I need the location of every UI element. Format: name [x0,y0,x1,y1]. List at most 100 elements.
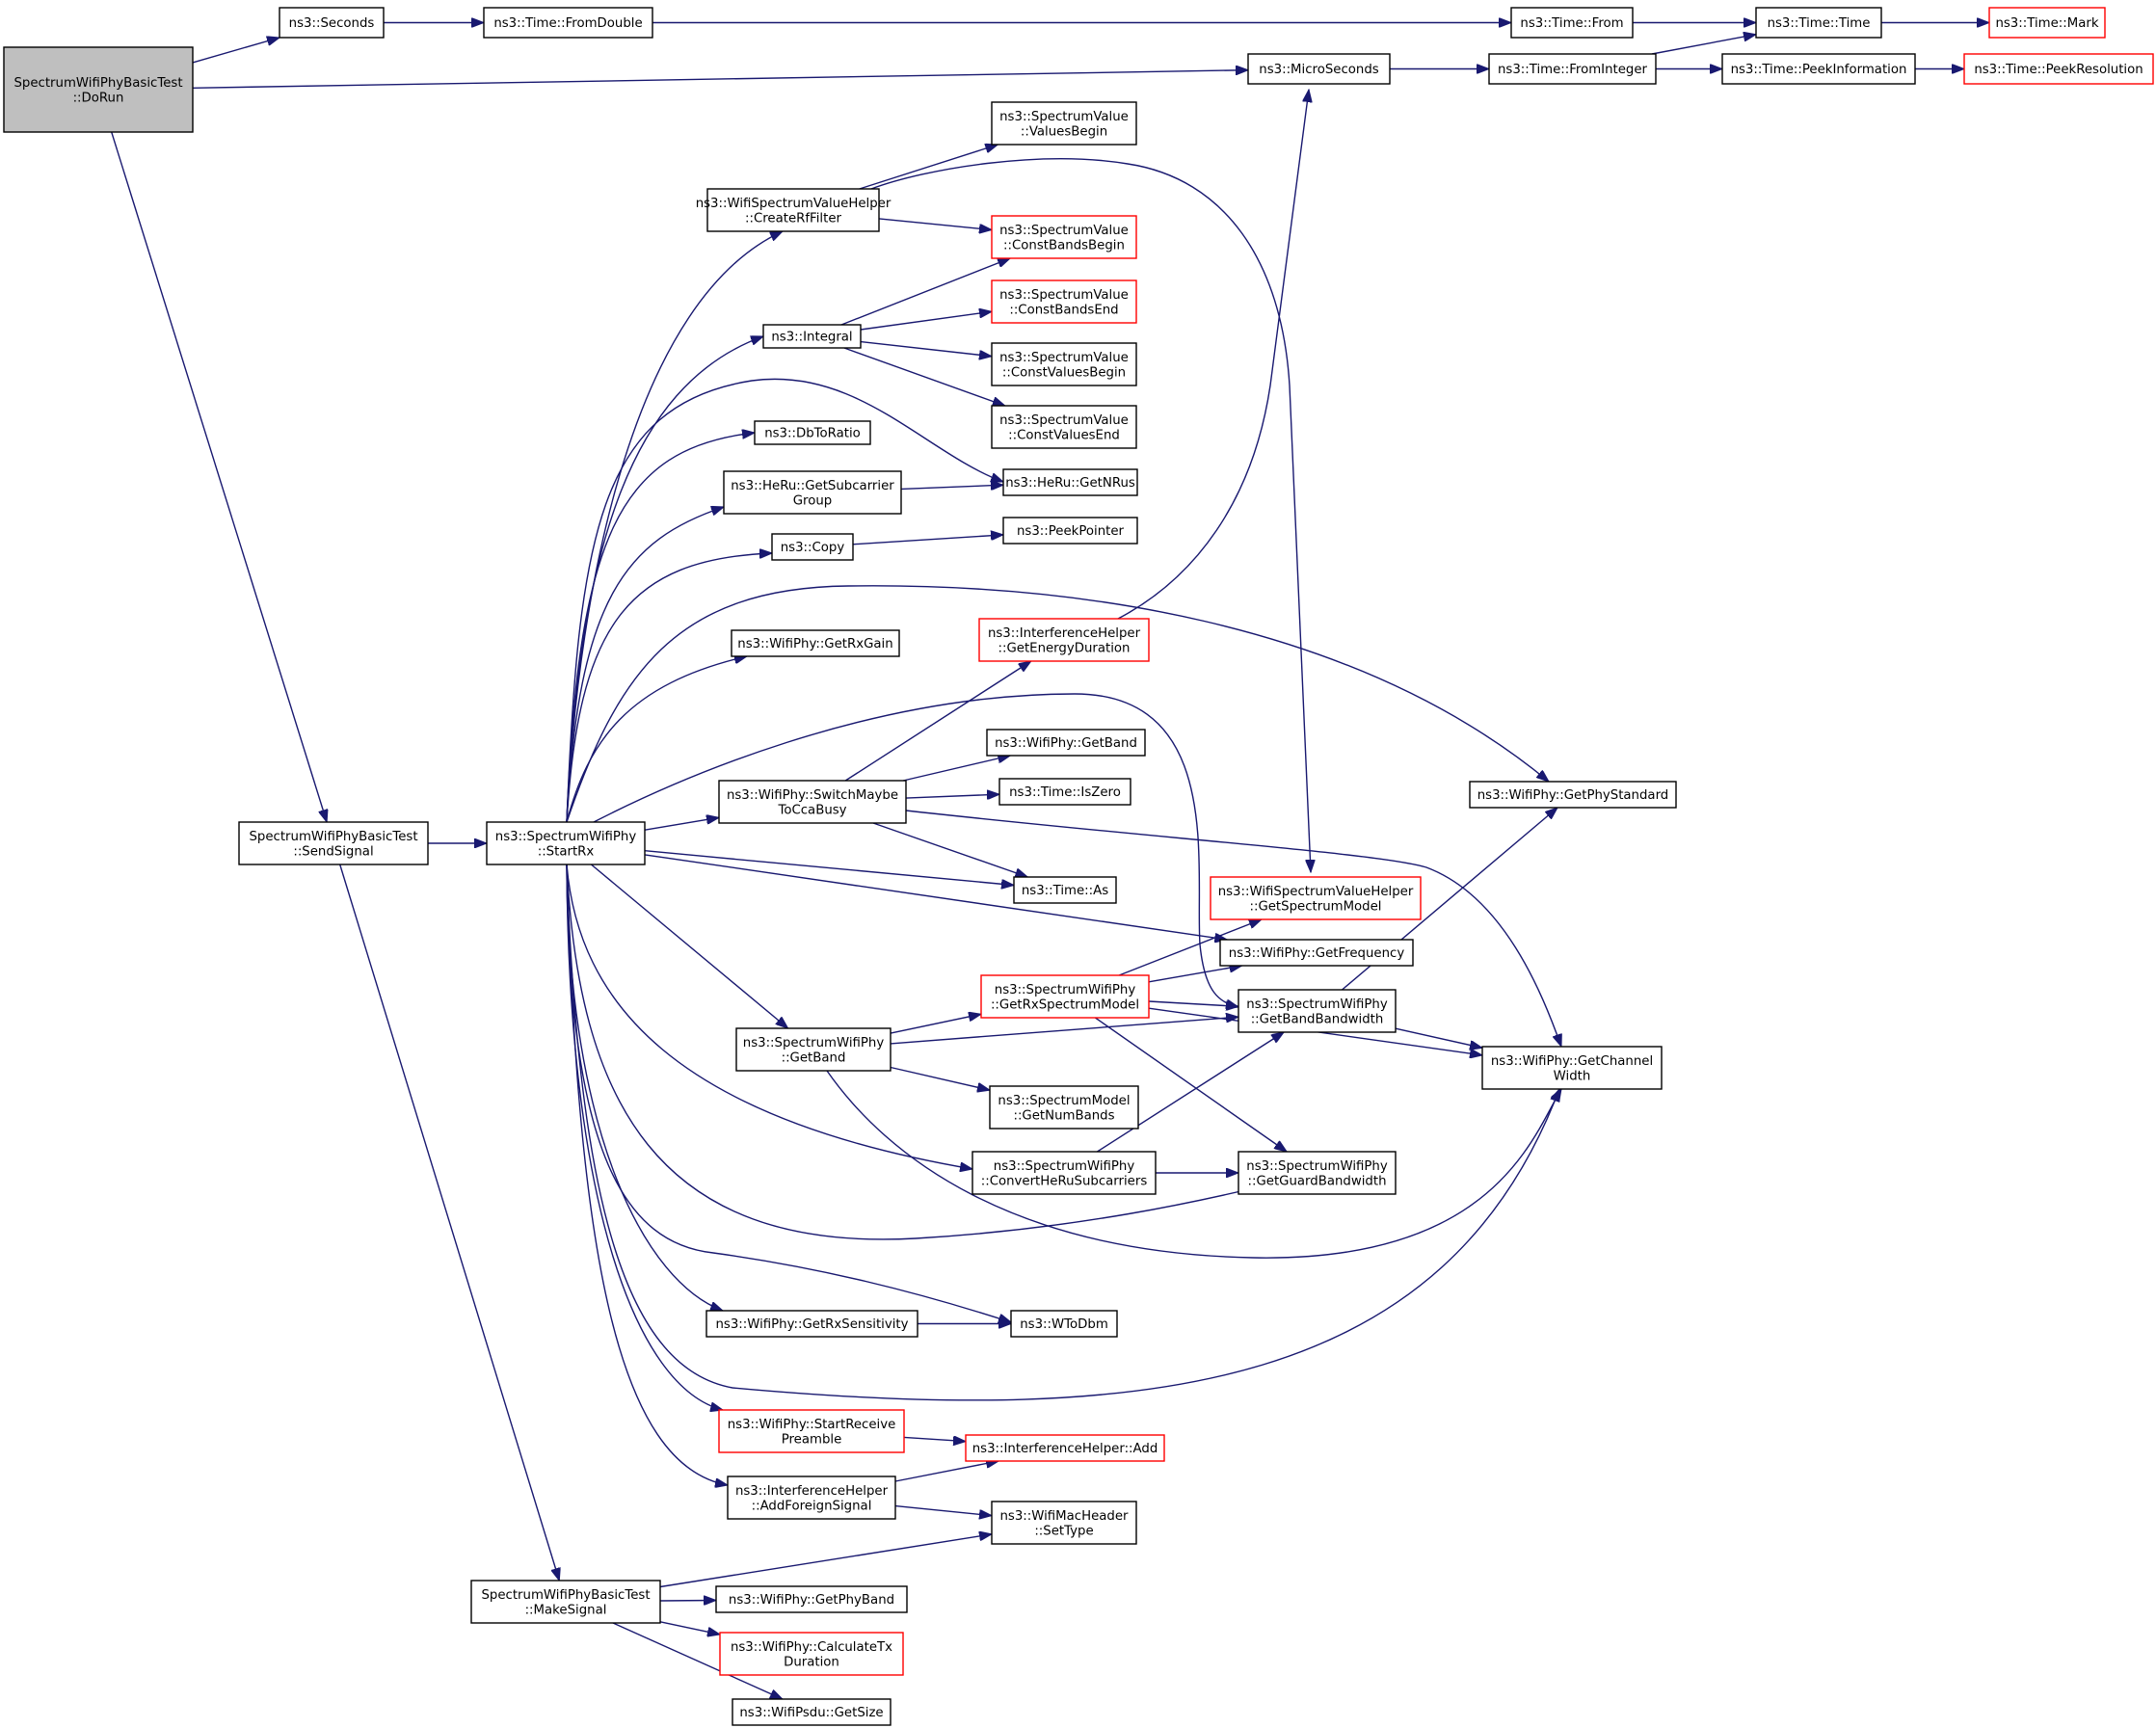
node-label: ns3::WifiPhy::GetPhyBand [729,1593,894,1608]
edge-getbandbw-to-getchannelwidth [1395,1027,1482,1048]
node-box [727,1475,896,1520]
node-label: ::GetSpectrumModel [1249,899,1381,914]
edge-frominteger-to-timetime [1651,35,1756,55]
node-startrx[interactable]: ns3::SpectrumWifiPhy::StartRx [486,821,646,865]
node-box [991,101,1137,146]
edge-switchmaybe-to-getchannelwidth [905,810,1561,1047]
node-constbandsbegin[interactable]: ns3::SpectrumValue::ConstBandsBegin [991,215,1137,259]
node-label: ns3::InterferenceHelper [988,626,1141,641]
node-fromdouble[interactable]: ns3::Time::FromDouble [483,7,653,39]
nodes-layer: SpectrumWifiPhyBasicTest::DoRun ns3::Seco… [3,7,2154,1726]
edge-startrx-to-wtodbm [566,864,1011,1322]
node-box [991,279,1137,324]
node-getphyband[interactable]: ns3::WifiPhy::GetPhyBand [715,1585,908,1613]
node-timeas[interactable]: ns3::Time::As [1013,876,1117,904]
node-label: ns3::WifiPhy::StartReceive [728,1418,896,1432]
edge-createrf-to-getspectrummodel [870,158,1311,872]
node-label: ns3::Seconds [289,16,375,31]
node-getnumbands[interactable]: ns3::SpectrumModel::GetNumBands [989,1085,1139,1130]
node-getspectrummodel[interactable]: ns3::WifiSpectrumValueHelper::GetSpectru… [1210,876,1422,920]
node-peekinfo[interactable]: ns3::Time::PeekInformation [1721,53,1916,85]
node-getrxsens[interactable]: ns3::WifiPhy::GetRxSensitivity [705,1310,918,1338]
node-label: ns3::Time::PeekInformation [1731,63,1907,77]
node-addforeign[interactable]: ns3::InterferenceHelper::AddForeignSigna… [727,1475,896,1520]
edge-startrx-to-convertheru [566,864,972,1169]
node-getrxgain[interactable]: ns3::WifiPhy::GetRxGain [731,629,900,657]
node-label: SpectrumWifiPhyBasicTest [481,1588,650,1603]
node-psdusize[interactable]: ns3::WifiPsdu::GetSize [732,1698,892,1726]
node-label: ::GetGuardBandwidth [1248,1174,1387,1188]
node-label: ns3::SpectrumModel [998,1094,1130,1108]
node-getfrequency[interactable]: ns3::WifiPhy::GetFrequency [1219,939,1414,967]
node-peekpointer[interactable]: ns3::PeekPointer [1002,517,1138,545]
node-makesignal[interactable]: SpectrumWifiPhyBasicTest::MakeSignal [470,1580,661,1624]
node-constvaluesbegin[interactable]: ns3::SpectrumValue::ConstValuesBegin [991,342,1137,386]
node-box [718,1409,905,1453]
node-convertheru[interactable]: ns3::SpectrumWifiPhy::ConvertHeRuSubcarr… [972,1151,1157,1195]
node-getphystandard[interactable]: ns3::WifiPhy::GetPhyStandard [1469,781,1677,809]
node-label: ::ConstBandsBegin [1003,238,1125,253]
edge-makesignal-to-psdusize [612,1622,783,1700]
node-label: ns3::InterferenceHelper::Add [972,1442,1158,1456]
node-box [991,342,1137,386]
node-box [1247,53,1391,85]
node-box [3,46,194,133]
node-dbtoratio[interactable]: ns3::DbToRatio [754,420,871,445]
node-wtodbm[interactable]: ns3::WToDbm [1010,1310,1118,1338]
node-dorun[interactable]: SpectrumWifiPhyBasicTest::DoRun [3,46,194,133]
node-valuesbegin[interactable]: ns3::SpectrumValue::ValuesBegin [991,101,1137,146]
node-label: ns3::SpectrumWifiPhy [495,830,637,844]
node-sendsignal[interactable]: SpectrumWifiPhyBasicTest::SendSignal [238,821,429,865]
edge-startrx-to-getrxsens [566,864,723,1312]
node-label: ns3::HeRu::GetSubcarrier [731,479,894,493]
node-createrf[interactable]: ns3::WifiSpectrumValueHelper::CreateRfFi… [696,188,892,232]
node-label: ::DoRun [73,91,124,105]
node-iszero[interactable]: ns3::Time::IsZero [998,778,1131,806]
node-copy[interactable]: ns3::Copy [771,533,854,561]
node-box [1013,876,1117,904]
edges-layer [111,23,1989,1700]
node-peekres[interactable]: ns3::Time::PeekResolution [1963,53,2154,85]
node-box [754,420,871,445]
node-box [1010,1310,1118,1338]
node-integral[interactable]: ns3::Integral [762,324,862,349]
node-getguardbw[interactable]: ns3::SpectrumWifiPhy::GetGuardBandwidth [1238,1151,1397,1195]
node-microseconds[interactable]: ns3::MicroSeconds [1247,53,1391,85]
node-wifigetband[interactable]: ns3::WifiPhy::GetBand [986,729,1146,757]
edge-integral-to-constvaluesbegin [860,340,992,357]
node-interfadd[interactable]: ns3::InterferenceHelper::Add [965,1434,1165,1462]
node-timefrom[interactable]: ns3::Time::From [1510,7,1634,39]
node-label: ::GetBandBandwidth [1251,1012,1384,1026]
edge-startrx-to-getfrequency [644,854,1227,940]
node-box [1510,7,1634,39]
node-label: ns3::Integral [771,331,852,345]
node-timetime[interactable]: ns3::Time::Time [1755,7,1882,39]
node-box [1488,53,1657,85]
node-settype[interactable]: ns3::WifiMacHeader::SetType [991,1501,1137,1545]
edge-startrx-to-copy [566,553,772,823]
edge-startrx-to-addforeign [566,864,728,1485]
edge-spgetband-to-getnumbands [890,1066,990,1091]
node-seconds[interactable]: ns3::Seconds [279,7,385,39]
node-constbandsend[interactable]: ns3::SpectrumValue::ConstBandsEnd [991,279,1137,324]
node-constvaluesend[interactable]: ns3::SpectrumValue::ConstValuesEnd [991,405,1137,449]
node-box [1988,7,2106,39]
node-box [732,1698,892,1726]
edge-startrx-to-getsubcarrier [566,507,724,823]
node-getbandbw[interactable]: ns3::SpectrumWifiPhy::GetBandBandwidth [1238,989,1397,1033]
node-box [483,7,653,39]
node-label: Group [793,493,832,508]
node-spgetband[interactable]: ns3::SpectrumWifiPhy::GetBand [735,1027,892,1072]
node-getrxspectrum[interactable]: ns3::SpectrumWifiPhy::GetRxSpectrumModel [980,974,1150,1019]
node-label: ns3::Copy [781,541,845,555]
node-timemark[interactable]: ns3::Time::Mark [1988,7,2106,39]
node-label: ns3::Time::FromDouble [493,16,642,31]
node-frominteger[interactable]: ns3::Time::FromInteger [1488,53,1657,85]
node-getenergy[interactable]: ns3::InterferenceHelper::GetEnergyDurati… [978,618,1150,662]
node-getnrus[interactable]: ns3::HeRu::GetNRus [1002,468,1138,496]
